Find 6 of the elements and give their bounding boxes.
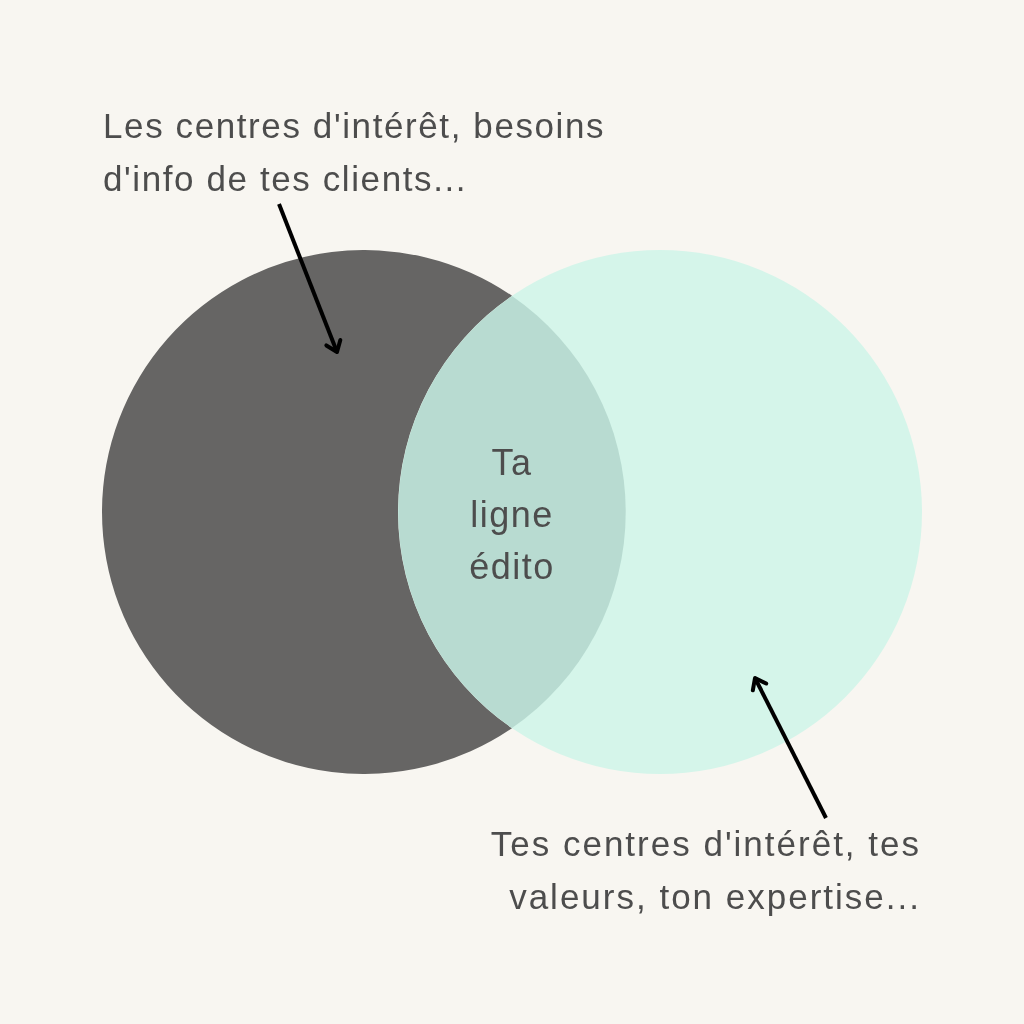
venn-circle — [398, 250, 922, 774]
overlap-label: Ta ligne édito — [468, 441, 556, 589]
arrow — [277, 203, 343, 354]
annotation-text: Tes centres d'intérêt, tes valeurs, ton expertise... — [466, 817, 921, 923]
arrow — [750, 676, 828, 819]
annotation-text: Les centres d'intérêt, besoins d'info de tes clients... — [103, 99, 628, 205]
